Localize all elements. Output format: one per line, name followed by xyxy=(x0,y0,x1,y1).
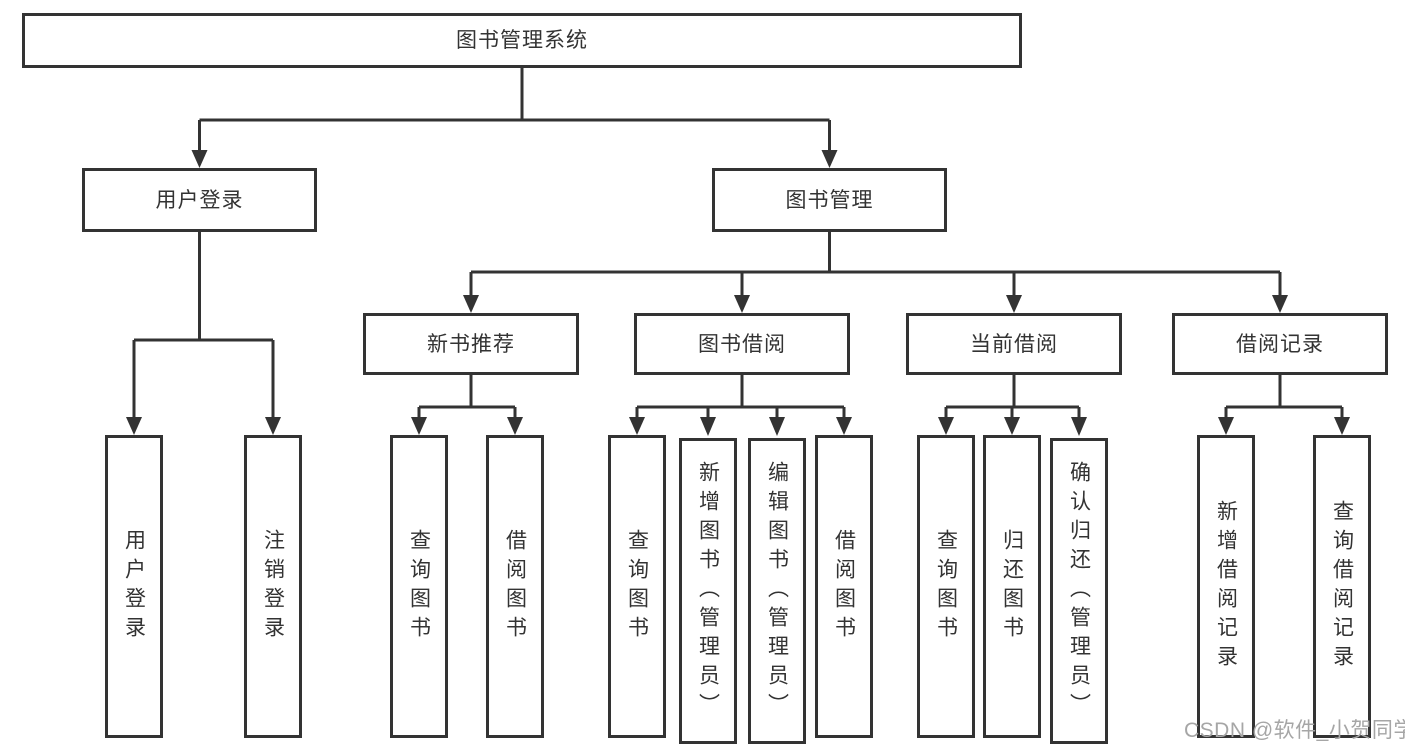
connector-root-to-level2 xyxy=(191,68,838,168)
csdn-watermark: CSDN @软件_小贺同学 xyxy=(1184,719,1405,742)
connector-current-borrow-children xyxy=(938,375,1087,436)
leaf-user-login: 用户登录 xyxy=(105,435,163,738)
node-user-login: 用户登录 xyxy=(82,168,317,232)
leaf-query-books-borrow: 查询图书 xyxy=(608,435,666,738)
node-library-management-system: 图书管理系统 xyxy=(22,13,1022,68)
leaf-query-books-recommend: 查询图书 xyxy=(390,435,448,738)
leaf-logout: 注销登录 xyxy=(244,435,302,738)
node-new-book-recommend: 新书推荐 xyxy=(363,313,579,375)
leaf-confirm-return-admin: 确认归还（管理员） xyxy=(1050,438,1108,744)
connector-book-borrow-children xyxy=(629,375,852,436)
node-book-borrow: 图书借阅 xyxy=(634,313,850,375)
node-current-borrow: 当前借阅 xyxy=(906,313,1122,375)
leaf-borrow-books: 借阅图书 xyxy=(815,435,873,738)
leaf-return-book: 归还图书 xyxy=(983,435,1041,738)
leaf-borrow-books-recommend: 借阅图书 xyxy=(486,435,544,738)
node-borrow-records: 借阅记录 xyxy=(1172,313,1388,375)
connector-book-management-children xyxy=(463,232,1288,313)
leaf-edit-book-admin: 编辑图书（管理员） xyxy=(748,438,806,744)
connector-user-login-children xyxy=(126,232,281,435)
connector-new-book-recommend-children xyxy=(411,375,523,435)
node-book-management: 图书管理 xyxy=(712,168,947,232)
connector-borrow-records-children xyxy=(1218,375,1350,435)
leaf-add-book-admin: 新增图书（管理员） xyxy=(679,438,737,744)
leaf-query-borrow-record: 查询借阅记录 xyxy=(1313,435,1371,738)
leaf-query-books-current: 查询图书 xyxy=(917,435,975,738)
leaf-add-borrow-record: 新增借阅记录 xyxy=(1197,435,1255,738)
